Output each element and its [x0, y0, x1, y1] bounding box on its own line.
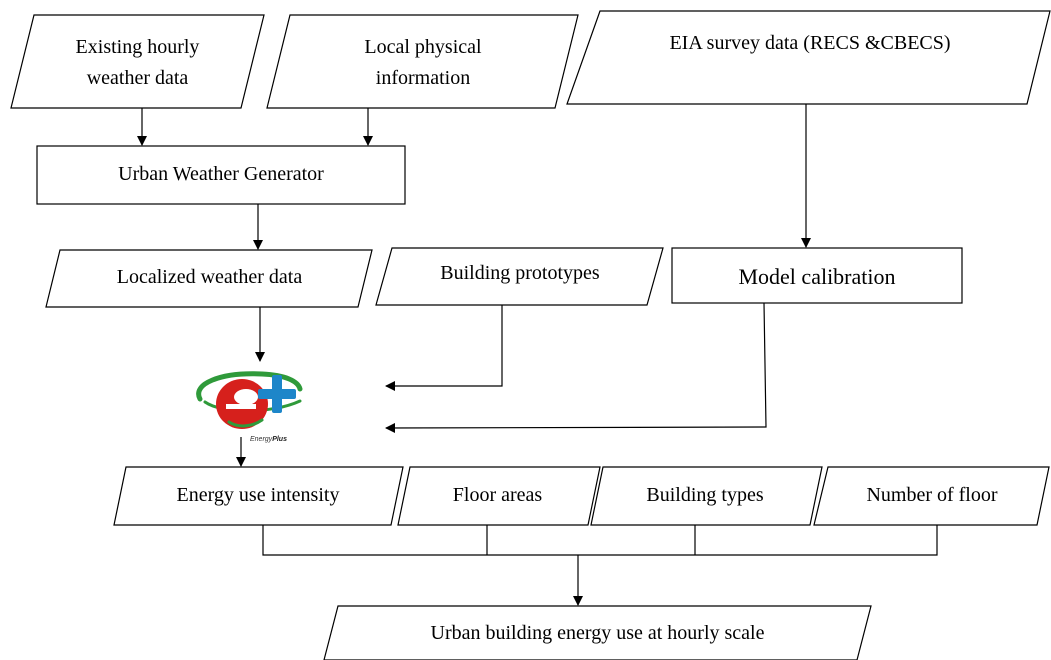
merge-bracket [262, 525, 938, 556]
building-prototypes-label: Building prototypes [440, 262, 600, 284]
uwg-label: Urban Weather Generator [118, 163, 324, 185]
number-of-floor-shape [813, 466, 1050, 526]
arrow-calibration-to-eplus [385, 302, 767, 433]
floor-areas-label: Floor areas [452, 484, 543, 506]
localized-weather-label: Localized weather data [116, 266, 303, 288]
output-label: Urban building energy use at hourly scal… [430, 622, 765, 644]
local-physical-label: Local physical information [364, 36, 482, 89]
energyplus-wordmark: EnergyPlus [250, 436, 287, 443]
existing-weather-label: Existing hourly weather data [75, 36, 200, 89]
model-calibration-label: Model calibration [738, 264, 896, 289]
localized-weather-shape [45, 249, 373, 308]
floor-areas-shape [397, 466, 601, 526]
eia-survey-shape [566, 10, 1051, 105]
building-types-shape [590, 466, 823, 526]
uwg-shape [36, 145, 406, 205]
energy-use-intensity-label: Energy use intensity [176, 484, 340, 506]
output-shape [323, 605, 872, 660]
existing-weather-shape [10, 14, 265, 109]
local-physical-shape [266, 14, 579, 109]
arrow-prototypes-to-eplus [385, 305, 503, 391]
energy-use-intensity-shape [113, 466, 404, 526]
building-types-label: Building types [646, 484, 764, 506]
energyplus-logo-icon [196, 371, 303, 429]
eia-survey-label: EIA survey data (RECS &CBECS) [669, 32, 951, 54]
number-of-floor-label: Number of floor [866, 484, 998, 506]
model-calibration-shape [671, 247, 963, 304]
building-prototypes-shape [375, 247, 664, 306]
